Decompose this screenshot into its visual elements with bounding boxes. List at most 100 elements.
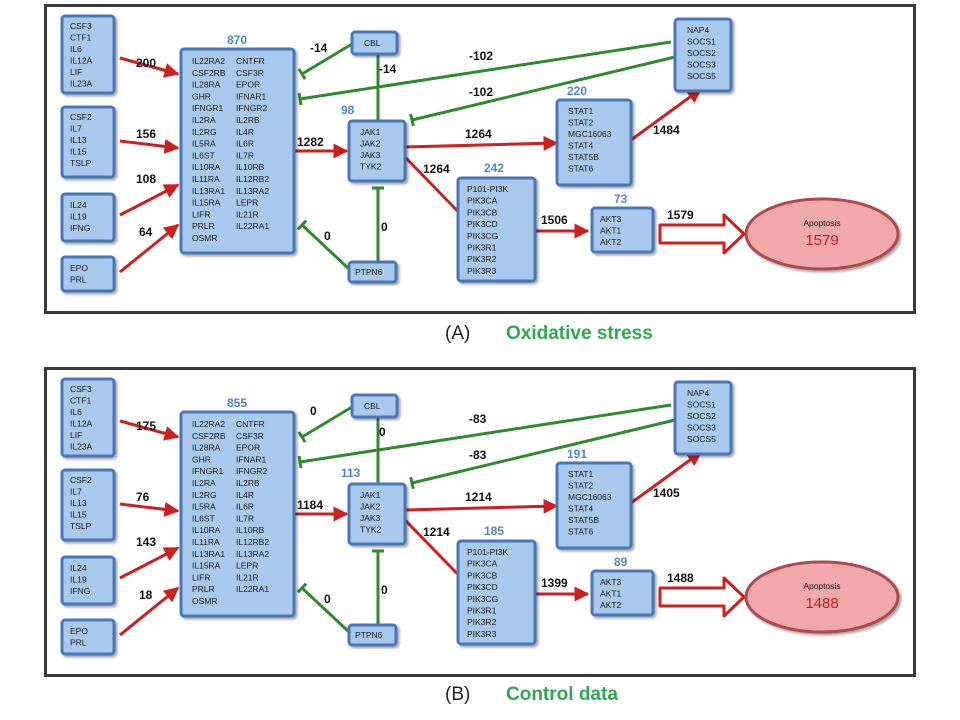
caption-letter: (B) <box>445 684 471 705</box>
edge-label-stat-socs: 1405 <box>653 486 680 500</box>
socs-item: SOCS2 <box>687 48 716 58</box>
receptor-item: IL7R <box>236 513 254 523</box>
count-akt: 89 <box>614 555 628 569</box>
edge-label-receptors-jak: 1184 <box>297 498 323 512</box>
ligand-item: CTF1 <box>70 396 92 406</box>
edge-label-socs-jak: -83 <box>469 448 487 462</box>
ligand-item: LIF <box>70 67 82 77</box>
stat-item: STAT5B <box>568 515 599 525</box>
ptpn6-item: PTPN6 <box>355 630 383 640</box>
edge-label-jak-pi3k: 1264 <box>423 162 450 176</box>
ptpn6-box <box>347 623 398 647</box>
ligand-box-2 <box>60 105 116 179</box>
receptor-box <box>179 47 296 255</box>
receptor-item: IL4R <box>236 127 254 137</box>
receptor-item: CNTFR <box>236 419 265 429</box>
receptor-item: CSF2RB <box>192 431 226 441</box>
stat-item: MGC16063 <box>568 129 612 139</box>
ligand-box-3 <box>60 555 116 606</box>
akt-item: AKT3 <box>600 577 622 587</box>
receptor-item: IL28RA <box>192 80 221 90</box>
receptor-item: IL6ST <box>192 513 215 523</box>
edge-label-ligands2: 76 <box>136 490 150 504</box>
count-receptors: 855 <box>227 396 247 410</box>
receptor-item: IL13RA2 <box>236 186 269 196</box>
receptor-item: IL2RG <box>192 127 217 137</box>
receptor-item: LIFR <box>192 209 210 219</box>
receptor-item: IL2RA <box>192 478 216 488</box>
akt-item: AKT3 <box>600 214 622 224</box>
cbl-item: CBL <box>364 401 381 411</box>
edge-ptpn6-receptors-bar <box>296 219 308 231</box>
receptor-item: GHR <box>192 91 211 101</box>
receptor-item: IL6R <box>236 502 254 512</box>
stat-item: MGC16063 <box>568 492 612 502</box>
count-stat: 191 <box>567 447 587 461</box>
receptor-item: IL13RA2 <box>236 549 269 559</box>
pathway-diagram-b: CSF3CTF1IL6IL12ALIFIL23ACSF2IL7IL13IL15T… <box>60 377 900 656</box>
ligand-item: IL15 <box>70 147 87 157</box>
ligand-item: CSF2 <box>70 475 92 485</box>
jak-item: JAK2 <box>360 139 381 149</box>
ligand-item: IL7 <box>70 487 82 497</box>
apoptosis-label: Apoptosis <box>803 218 840 228</box>
receptor-item: IL21R <box>236 572 259 582</box>
ligand-item: CSF3 <box>70 21 92 31</box>
ligand-item: IL13 <box>70 498 87 508</box>
edge-label-jak-stat: 1214 <box>465 490 492 504</box>
cbl-box <box>350 30 399 56</box>
receptor-item: IL10RB <box>236 525 265 535</box>
ligand-item: PRL <box>70 275 87 285</box>
receptor-item: CSF3R <box>236 431 264 441</box>
edge-socs-jak <box>411 55 676 122</box>
pi3k-item: PIK3R1 <box>467 243 497 253</box>
akt-item: AKT2 <box>600 600 622 610</box>
edge-label-ptpn6-jak: 0 <box>381 583 388 597</box>
pi3k-item: PIK3R3 <box>467 629 497 639</box>
socs-item: NAP4 <box>687 388 709 398</box>
edge-ligands1-receptors <box>119 419 180 441</box>
jak-item: TYK2 <box>360 525 382 535</box>
pi3k-item: PIK3CD <box>467 582 498 592</box>
receptor-item: IL2RB <box>236 115 260 125</box>
ligand-item: CSF3 <box>70 384 92 394</box>
ligand-box-3 <box>60 192 116 243</box>
edge-ligands4-receptors <box>119 586 180 637</box>
akt-item: AKT2 <box>600 237 622 247</box>
edge-label-ptpn6-jak: 0 <box>381 220 388 234</box>
receptor-item: IFNAR1 <box>236 454 267 464</box>
pi3k-item: PIK3R1 <box>467 606 497 616</box>
receptor-item: IL13RA1 <box>192 549 225 559</box>
ligand-item: CSF2 <box>70 112 92 122</box>
caption-b: (B) Control data <box>0 684 960 714</box>
edge-socs-jak-bar <box>409 113 415 127</box>
edge-label-cbl-receptors: -14 <box>310 41 328 55</box>
edge-socs-receptors-bar <box>297 455 303 469</box>
edge-label-ligands3: 108 <box>136 172 156 186</box>
pi3k-item: PIK3R2 <box>467 254 497 264</box>
pi3k-box <box>456 539 537 646</box>
pi3k-item: PIK3CG <box>467 231 498 241</box>
edge-socs-jak <box>411 418 676 485</box>
cbl-item: CBL <box>364 38 381 48</box>
edge-ptpn6-receptors-bar <box>296 582 308 594</box>
socs-item: NAP4 <box>687 25 709 35</box>
receptor-item: IL11RA <box>192 537 220 547</box>
stat-item: STAT2 <box>568 481 593 491</box>
ligand-item: IL6 <box>70 407 82 417</box>
receptor-item: LEPR <box>236 561 258 571</box>
apoptosis-value: 1579 <box>805 232 838 249</box>
receptor-item: PRLR <box>192 584 215 594</box>
count-pi3k: 242 <box>484 161 504 175</box>
receptor-item: IL5RA <box>192 139 216 149</box>
receptor-item: IL2RB <box>236 478 260 488</box>
socs-item: SOCS2 <box>687 411 716 421</box>
stat-item: STAT1 <box>568 106 593 116</box>
count-akt: 73 <box>614 192 628 206</box>
receptor-item: EPOR <box>236 443 260 453</box>
jak-item: JAK2 <box>360 502 381 512</box>
pi3k-item: PIK3CA <box>467 196 498 206</box>
edge-label-pi3k-akt: 1506 <box>541 213 568 227</box>
edge-ligands3-receptors <box>119 546 180 580</box>
